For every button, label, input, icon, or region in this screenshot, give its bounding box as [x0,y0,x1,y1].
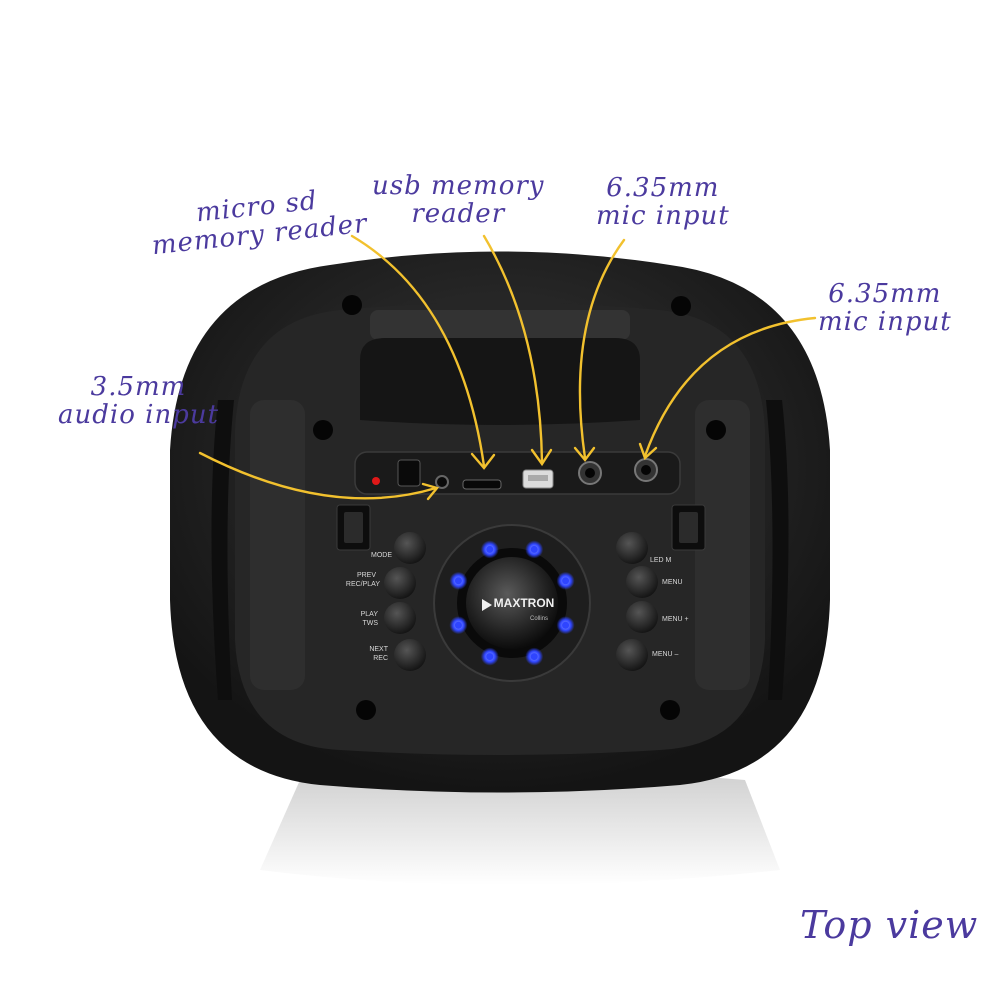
led-dots [449,540,575,666]
annotation-view-text: Top view [800,903,979,947]
annotation-mic-left-line2: mic input [596,201,730,231]
annotation-audio-line2: audio input [58,400,220,430]
speaker-side-left [211,400,234,700]
next-button [394,639,426,671]
btn-label-ledm: LED M [650,557,672,564]
annotation-usb-line2: reader [411,199,506,229]
handle-recess [370,310,630,340]
screw-hole [356,700,376,720]
led-dot [562,577,570,585]
arrow-micro-sd [350,234,486,468]
brand-name: MAXTRON [494,596,555,610]
play-button [384,602,416,634]
annotation-audio: 3.5mm audio input [58,373,219,429]
led-dot [486,653,494,661]
annotation-usb: usb memory reader [372,172,544,228]
btn-label-menu-plus: MENU + [662,616,689,623]
mic-jack-1-hole [585,468,595,478]
power-led [372,477,380,485]
btn-label-recplay: REC/PLAY [346,581,380,588]
btn-label-next: NEXT [369,646,388,653]
arrow-audio [198,451,438,500]
menu-button [626,566,658,598]
led-dot [454,577,462,585]
btn-label-play: PLAY [361,611,379,618]
power-switch-left-rocker [344,512,363,543]
right-button-labels: LED M MENU MENU + MENU – [650,557,689,658]
btn-label-menu: MENU [662,579,683,586]
handle-slot [360,338,640,425]
mode-button [394,532,426,564]
screw-hole [342,295,362,315]
btn-label-rec: REC [373,655,388,662]
annotation-mic-right-line1: 6.35mm [828,279,942,309]
power-switch-right-rocker [679,512,698,543]
usb-port-inner [528,475,548,481]
btn-label-tws: TWS [362,620,378,627]
micro-sd-slot [462,479,502,490]
screw-hole [660,700,680,720]
audio-jack [435,475,449,489]
annotation-view: Top view [800,905,978,945]
grille-left [250,400,305,690]
arrow-usb-head [530,448,553,467]
floor-shadow [260,770,780,885]
speaker-side-right [766,400,789,700]
btn-label-mode: MODE [371,552,392,559]
left-button-column [384,532,426,671]
screw-hole [313,420,333,440]
screw-hole [671,296,691,316]
led-dot [530,653,538,661]
volume-knob [466,557,558,649]
arrow-mic1-head [573,446,596,462]
annotation-mic-left-line1: 6.35mm [606,173,720,203]
btn-label-menu-minus: MENU – [652,651,679,658]
mic-jack-2-hole [641,465,651,475]
led-mode-button [616,532,648,564]
led-dot [562,621,570,629]
arrow-mic2 [643,316,817,458]
annotation-mic-left: 6.35mm mic input [596,174,730,230]
arrow-mic1 [578,238,626,460]
arrow-usb [482,234,544,464]
grille-right [695,400,750,690]
annotation-audio-line1: 3.5mm [90,372,187,402]
brand-logo-icon [482,599,492,611]
arrow-micro-sd-head [470,452,496,470]
menu-plus-button [626,601,658,633]
annotation-mic-right-line2: mic input [818,307,952,337]
led-dot [530,545,538,553]
left-button-labels: MODE PREV REC/PLAY PLAY TWS NEXT REC [346,552,392,662]
led-dot [486,545,494,553]
brand-model: Collins [530,616,548,622]
annotation-arrows [198,234,817,501]
btn-label-prev: PREV [357,572,376,579]
annotation-mic-right: 6.35mm mic input [818,280,952,336]
arrow-mic2-head [638,442,658,461]
led-dot [454,621,462,629]
arrow-audio-head [421,482,440,501]
screw-hole [706,420,726,440]
annotation-usb-line1: usb memory [372,171,545,201]
right-button-column [616,532,658,671]
menu-minus-button [616,639,648,671]
prev-button [384,567,416,599]
dc-jack [397,459,421,487]
